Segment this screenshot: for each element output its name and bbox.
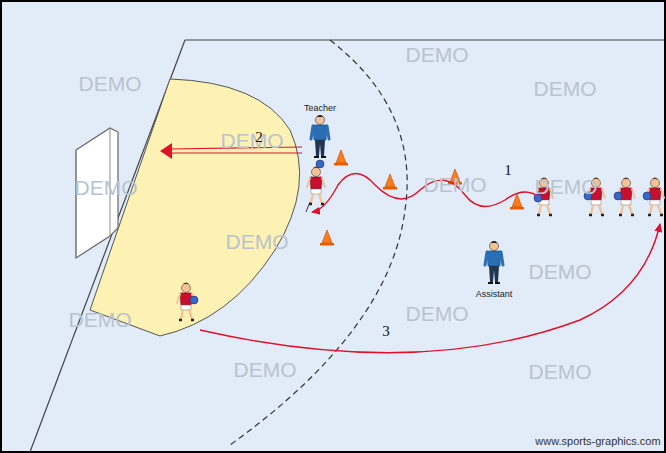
watermark: DEMO bbox=[534, 78, 597, 99]
callout-number: 2 bbox=[255, 130, 263, 145]
watermark: DEMO bbox=[406, 303, 469, 324]
website-label: www.sports-graphics.com bbox=[535, 436, 660, 447]
watermark: DEMO bbox=[406, 44, 469, 65]
watermark: DEMO bbox=[69, 309, 132, 330]
callout-number: 3 bbox=[382, 324, 390, 339]
watermark: DEMO bbox=[79, 73, 142, 94]
watermark: DEMO bbox=[75, 177, 138, 198]
callout-number: 1 bbox=[504, 163, 512, 178]
watermark: DEMO bbox=[424, 174, 487, 195]
watermark: DEMO bbox=[535, 176, 598, 197]
watermark: DEMO bbox=[529, 261, 592, 282]
person-label: Teacher bbox=[304, 104, 336, 113]
watermark: DEMO bbox=[226, 231, 289, 252]
watermark: DEMO bbox=[221, 130, 284, 151]
person-label: Assistant bbox=[476, 290, 513, 299]
watermark: DEMO bbox=[529, 361, 592, 382]
watermark: DEMO bbox=[234, 359, 297, 380]
